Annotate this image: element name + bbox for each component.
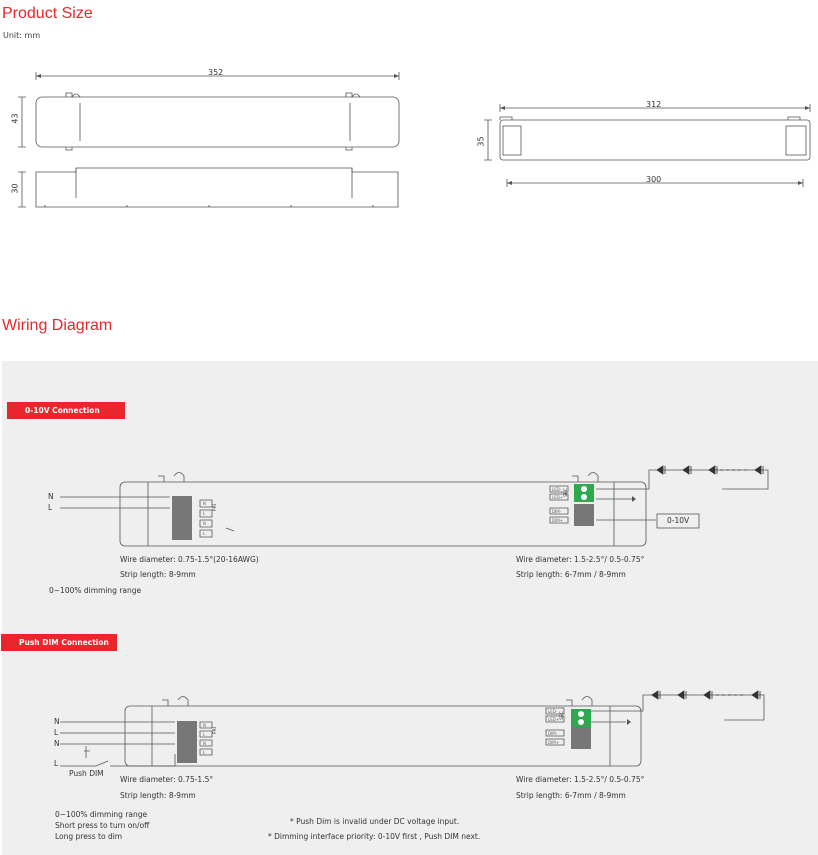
sec-term-2-4: DIM+	[548, 740, 560, 745]
input-l-2b: L	[54, 759, 59, 768]
led-string-1	[656, 465, 764, 475]
sec-term-4: DIM+	[552, 518, 564, 523]
pri-term-1: N	[203, 501, 206, 506]
dimming-range-2: 0~100% dimming range	[55, 810, 148, 819]
pri-label-2: PRI	[213, 726, 219, 735]
strip-right-1: Strip length: 6-7mm / 8-9mm	[516, 570, 626, 579]
pri-term-2-4: L	[203, 750, 206, 755]
sec-term-2-2: LED+	[548, 717, 560, 722]
led-string-2	[651, 690, 761, 700]
wire-right-1: Wire diameter: 1.5-2.5°/ 0.5-0.75°	[516, 555, 645, 564]
sec-label-2: SEC	[559, 711, 565, 720]
badge-push-dim: Push DIM Connection	[1, 634, 117, 651]
input-n-1: N	[48, 492, 54, 501]
input-l-1: L	[48, 503, 53, 512]
driver-top-view	[35, 96, 400, 148]
pri-label-1: PRI	[213, 503, 219, 512]
product-size-title: Product Size	[2, 5, 93, 22]
sec-label-1: SEC	[563, 488, 569, 497]
pri-term-2-3: N	[203, 741, 206, 746]
product-size-drawing	[18, 72, 811, 208]
dim-box-1	[656, 513, 700, 529]
dim-box-label-1: 0-10V	[667, 516, 690, 525]
sec-term-2-1: LED-	[548, 709, 558, 714]
dimming-range-1: 0~100% dimming range	[49, 586, 142, 595]
wire-left-2: Wire diameter: 0.75-1.5°	[120, 775, 214, 784]
sec-term-3: DIM-	[552, 509, 562, 514]
wiring-panel	[2, 361, 818, 855]
wire-right-2: Wire diameter: 1.5-2.5°/ 0.5-0.75°	[516, 775, 645, 784]
dim-mount: 300	[646, 175, 662, 184]
input-n-2a: N	[54, 717, 60, 726]
dim-length: 352	[208, 68, 224, 77]
pri-term-4: L	[203, 531, 206, 536]
short-press-note: Short press to turn on/off	[55, 821, 150, 830]
badge-0-10v: 0-10V Connection	[7, 402, 125, 419]
pri-term-2-1: N	[203, 723, 206, 728]
sec-term-1: LED-	[552, 487, 562, 492]
pri-term-2: L	[203, 511, 206, 516]
driver-front-view	[499, 119, 811, 161]
sec-term-2-3: DIM-	[548, 731, 558, 736]
wiring-diagram-title: Wiring Diagram	[2, 317, 113, 334]
long-press-note: Long press to dim	[55, 832, 123, 841]
strip-left-1: Strip length: 8-9mm	[120, 570, 196, 579]
driver-body-2	[124, 705, 642, 767]
wire-left-1: Wire diameter: 0.75-1.5°(20-16AWG)	[120, 555, 259, 564]
input-l-2a: L	[54, 728, 59, 737]
pri-term-3: N	[203, 521, 206, 526]
unit-label: Unit: mm	[3, 31, 41, 40]
strip-left-2: Strip length: 8-9mm	[120, 791, 196, 800]
sec-term-2: LED+	[552, 495, 564, 500]
dim-length2: 312	[646, 100, 662, 109]
footnote-priority: * Dimming interface priority: 0-10V firs…	[268, 832, 481, 841]
footnote-dc: * Push Dim is invalid under DC voltage i…	[290, 817, 460, 826]
strip-right-2: Strip length: 6-7mm / 8-9mm	[516, 791, 626, 800]
pri-term-2-2: L	[203, 732, 206, 737]
driver-body-1	[119, 481, 647, 547]
input-n-2b: N	[54, 739, 60, 748]
push-dim-label: Push DIM	[69, 769, 104, 778]
